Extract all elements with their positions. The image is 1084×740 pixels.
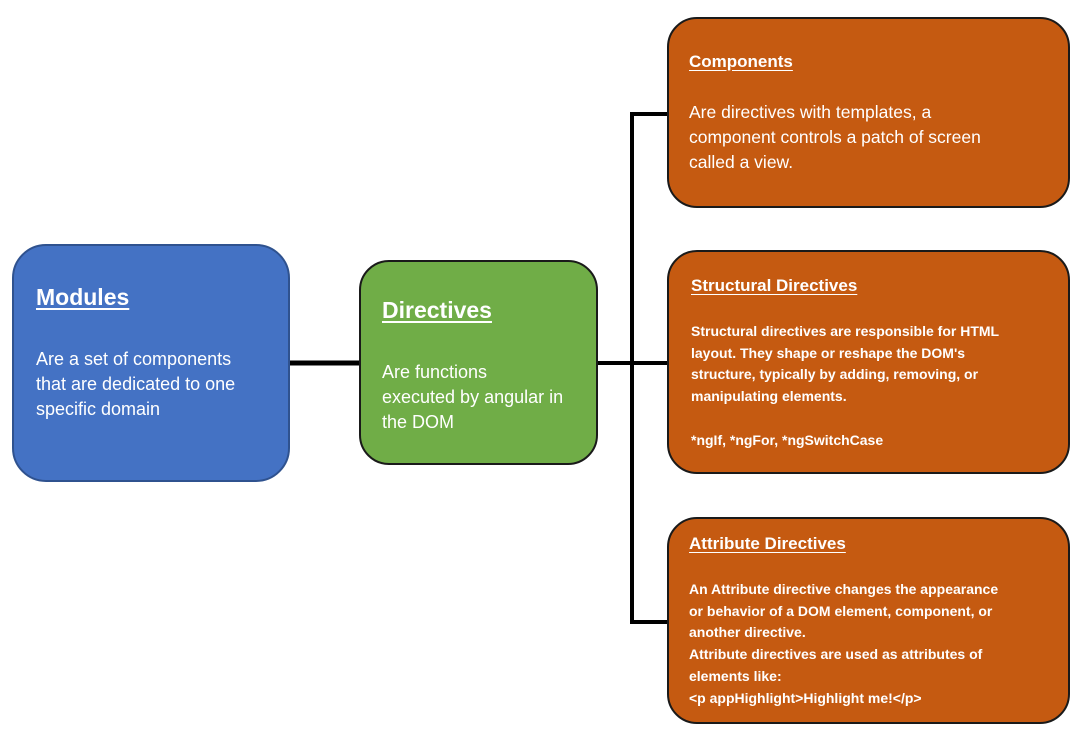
directives-description: Are functions executed by angular in the… bbox=[382, 362, 564, 432]
structural-directives-box: Structural Directives Structural directi… bbox=[667, 250, 1070, 474]
modules-box: Modules Are a set of components that are… bbox=[12, 244, 290, 482]
directives-title: Directives bbox=[382, 297, 492, 323]
components-title: Components bbox=[689, 52, 793, 71]
attribute-directives-title: Attribute Directives bbox=[689, 534, 846, 553]
components-box: Components Are directives with templates… bbox=[667, 17, 1070, 208]
attribute-directives-box: Attribute Directives An Attribute direct… bbox=[667, 517, 1070, 724]
attribute-directives-description: An Attribute directive changes the appea… bbox=[689, 581, 999, 706]
connector-bracket bbox=[630, 112, 667, 624]
structural-directives-title: Structural Directives bbox=[691, 276, 858, 295]
directives-box: Directives Are functions executed by ang… bbox=[359, 260, 598, 465]
structural-directives-description: Structural directives are responsible fo… bbox=[691, 323, 1000, 448]
modules-description: Are a set of components that are dedicat… bbox=[36, 349, 236, 419]
components-description: Are directives with templates, a compone… bbox=[689, 102, 981, 172]
modules-title: Modules bbox=[36, 284, 130, 310]
